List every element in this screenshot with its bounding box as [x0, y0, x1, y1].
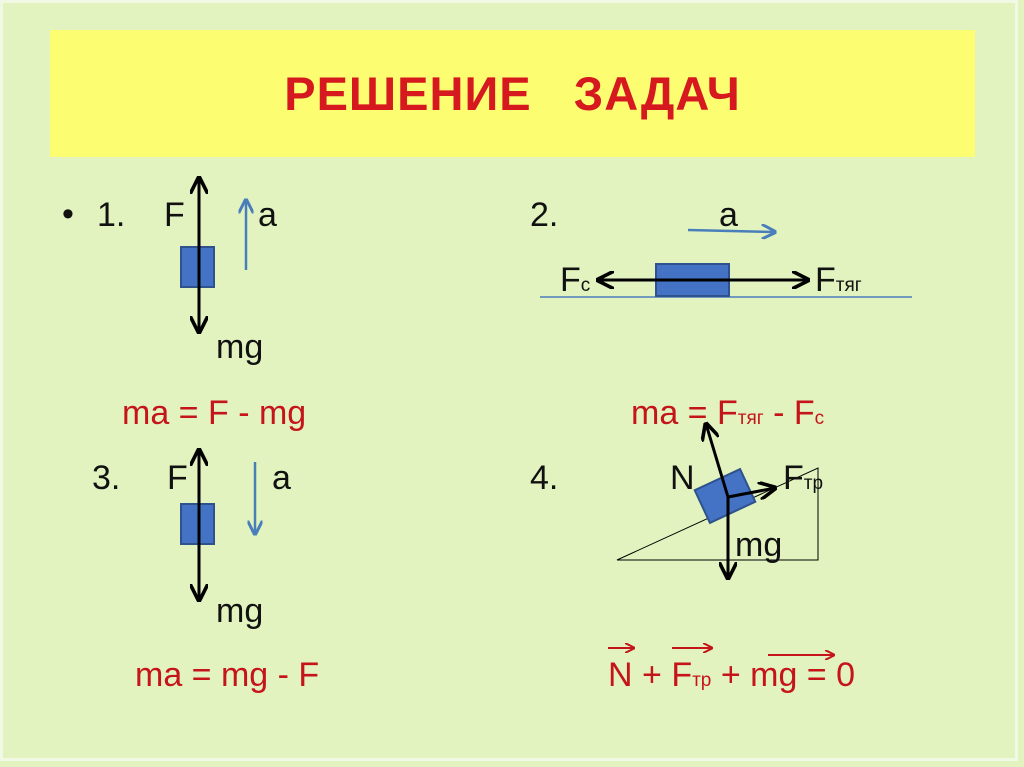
problem-4-friction-label: Fтр: [783, 461, 823, 495]
eq2-sub2: с: [814, 408, 825, 429]
thrust-main: F: [815, 261, 836, 299]
problem-4-normal-label: N: [670, 459, 695, 497]
eq4-f: F: [671, 656, 693, 694]
eq2-mid: - F: [763, 394, 815, 432]
normal-arrow-4: [706, 424, 730, 498]
slide-title: РЕШЕНИЕ ЗАДАЧ: [284, 67, 741, 120]
friction-arrow-4: [727, 488, 775, 497]
friction-main: F: [783, 459, 804, 497]
resist-main: F: [560, 261, 581, 299]
problem-1-accel-label: a: [258, 196, 277, 234]
problem-3-weight-label: mg: [216, 592, 264, 630]
problem-2-thrust-label: Fтяг: [815, 263, 862, 297]
problem-2-number: 2.: [530, 196, 559, 234]
problem-1-equation: ma = F - mg: [122, 394, 307, 432]
bullet: •: [62, 195, 74, 233]
eq4-plus2: +: [711, 656, 751, 694]
block-4: [693, 467, 757, 525]
problem-1-number: 1.: [97, 196, 126, 234]
resist-sub: с: [580, 275, 591, 296]
accel-arrow-2: [687, 230, 775, 232]
eq2-sub1: тяг: [737, 408, 764, 429]
problem-2-resist-label: Fс: [560, 263, 590, 297]
eq4-plus1: +: [632, 656, 672, 694]
eq4-fsub: тр: [692, 670, 712, 691]
problem-4-weight-label: mg: [735, 526, 783, 564]
problem-3-accel-label: a: [272, 459, 291, 497]
friction-sub: тр: [803, 473, 824, 494]
problem-1-force-label: F: [164, 196, 185, 234]
title-band: РЕШЕНИЕ ЗАДАЧ: [50, 30, 975, 157]
problem-2-accel-label: a: [719, 196, 738, 234]
problem-2-equation: ma = Fтяг - Fс: [631, 396, 824, 430]
eq4-n: N: [608, 656, 633, 694]
problem-1-weight-label: mg: [216, 328, 264, 366]
thrust-sub: тяг: [835, 275, 862, 296]
eq4-mg: mg: [750, 656, 798, 694]
eq2-left: ma = F: [631, 394, 738, 432]
problem-3-force-label: F: [167, 459, 188, 497]
problem-4-number: 4.: [530, 459, 559, 497]
eq4-end: = 0: [797, 656, 856, 694]
problem-3-number: 3.: [92, 459, 121, 497]
problem-3-equation: ma = mg - F: [135, 656, 320, 694]
problem-4-equation: N + Fтр + mg = 0: [608, 658, 855, 692]
